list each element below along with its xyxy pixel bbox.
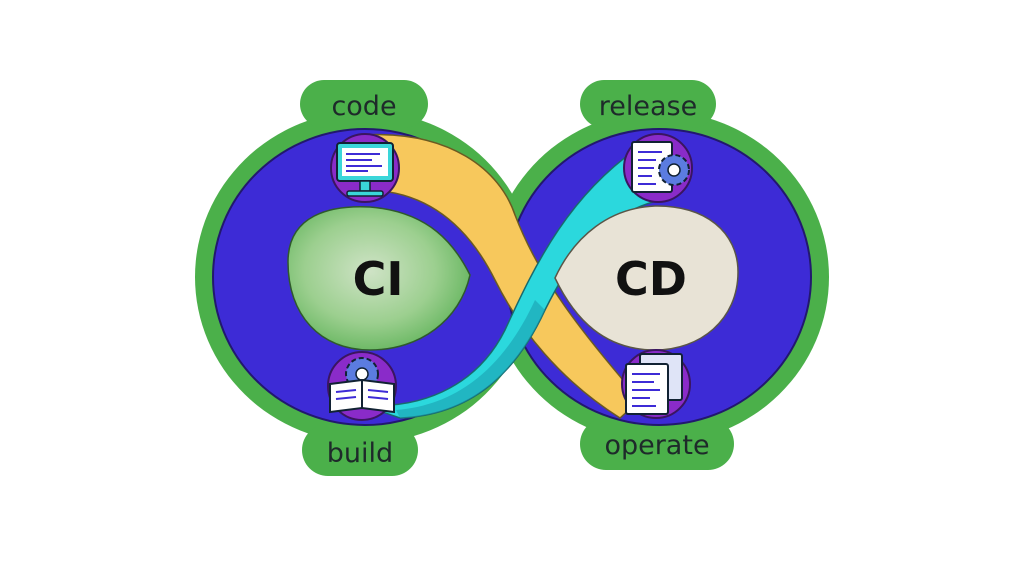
cd-shape	[554, 205, 739, 351]
ci-shape	[287, 206, 471, 351]
stage-label-code: code	[331, 91, 396, 122]
monitor-code-icon	[330, 133, 400, 203]
stage-label-operate: operate	[604, 430, 709, 461]
stage-label-build: build	[327, 438, 393, 469]
document-gear-icon	[623, 133, 693, 203]
cd-label: CD	[615, 252, 687, 306]
stage-label-release: release	[599, 91, 697, 122]
documents-list-icon	[621, 349, 691, 419]
ci-label: CI	[353, 252, 404, 306]
book-gear-icon	[327, 351, 397, 421]
cyan-band-shadow	[396, 300, 545, 418]
